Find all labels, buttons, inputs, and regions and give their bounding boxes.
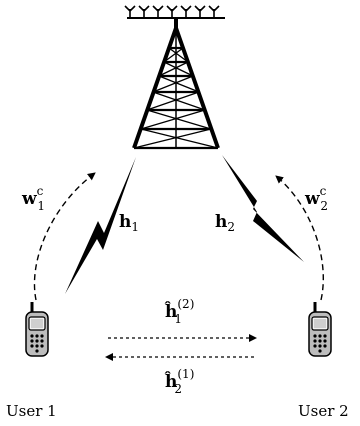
channel-h1-lightning bbox=[65, 157, 136, 294]
user2-label: User 2 bbox=[298, 402, 349, 420]
channel-h2-lightning bbox=[222, 155, 304, 262]
label-h2: h2 bbox=[215, 212, 235, 234]
label-w1-main: w bbox=[21, 189, 37, 209]
user1-phone-icon bbox=[25, 302, 49, 357]
label-w2-main: w bbox=[304, 189, 320, 209]
label-hhat21-main: ĥ bbox=[164, 371, 177, 392]
label-w2-sup: c bbox=[320, 184, 327, 198]
label-hhat21-sup: (1) bbox=[177, 367, 194, 381]
label-h2-sub: 2 bbox=[227, 220, 235, 234]
label-h1-sub: 1 bbox=[131, 220, 139, 234]
label-w2-sub: 2 bbox=[320, 199, 328, 213]
user2-phone-icon bbox=[308, 302, 332, 357]
label-hhat12-main: ĥ bbox=[164, 301, 177, 322]
label-hhat-2-1: ĥ(1)2 bbox=[164, 367, 194, 396]
base-station-tower-icon bbox=[124, 5, 225, 150]
label-h1-main: h bbox=[119, 212, 131, 232]
label-hhat12-sup: (2) bbox=[177, 297, 194, 311]
label-hhat-1-2: ĥ(2)1 bbox=[164, 297, 194, 326]
beamformer-w1-arrow bbox=[33, 172, 96, 301]
label-hhat12-sub: 1 bbox=[174, 312, 182, 326]
label-hhat21-sub: 2 bbox=[174, 382, 182, 396]
label-w1-sub: 1 bbox=[37, 199, 45, 213]
beamformer-w2-arrow bbox=[275, 175, 324, 301]
label-w1-sup: c bbox=[37, 184, 44, 198]
user1-label: User 1 bbox=[6, 402, 57, 420]
label-h1: h1 bbox=[119, 212, 139, 234]
label-h2-main: h bbox=[215, 212, 227, 232]
